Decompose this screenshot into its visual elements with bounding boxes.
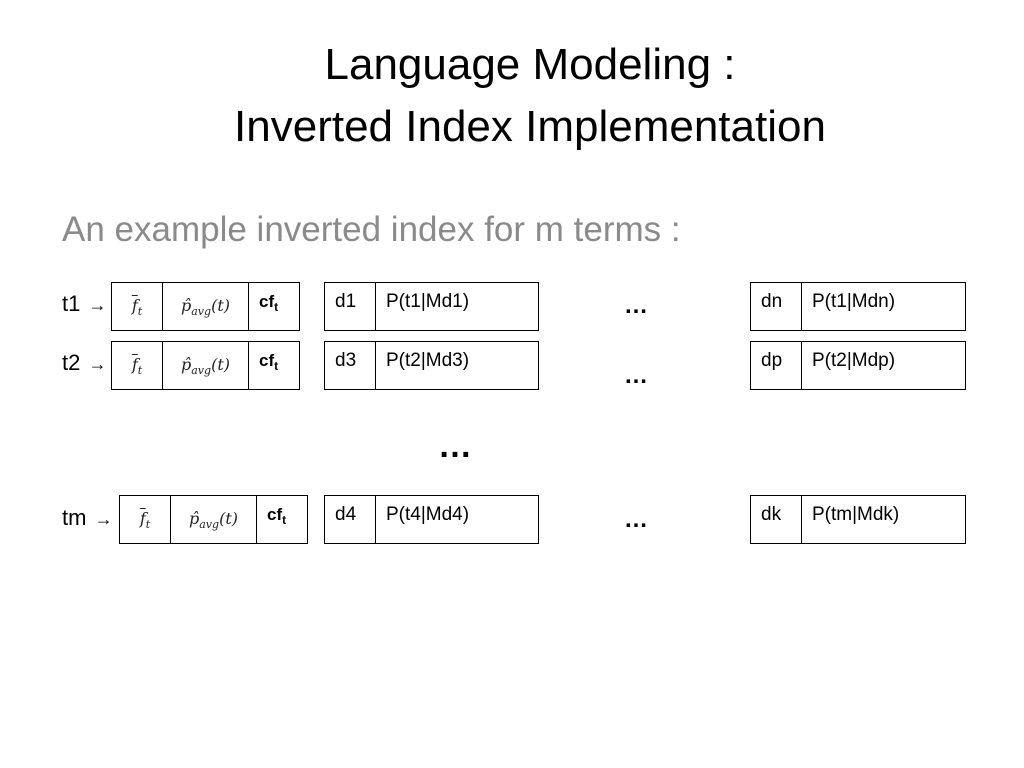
rows-ellipsis: … [438,427,472,465]
term-label-t2: t2 → [62,350,106,377]
term-name: t1 [62,291,81,316]
title-line-2: Inverted Index Implementation [234,102,826,151]
p-avg-cell: p̂avg(t) [162,282,249,331]
doc-id: d3 [324,341,376,390]
doc-id: dp [750,341,802,390]
arrow-right-icon: → [94,509,113,529]
cf-cell: cft [256,495,308,544]
term-name: tm [62,505,87,530]
posting-first-t1: d1 P(t1|Md1) [324,282,539,331]
p-avg-cell: p̂avg(t) [170,495,257,544]
term-name: t2 [62,350,81,375]
ellipsis: … [624,506,648,533]
doc-probability: P(tm|Mdk) [801,495,966,544]
doc-id: dn [750,282,802,331]
posting-last-t2: dp P(t2|Mdp) [750,341,966,390]
p-avg-cell: p̂avg(t) [162,341,249,390]
slide-title: Language Modeling : Inverted Index Imple… [0,34,1024,158]
doc-id: dk [750,495,802,544]
doc-probability: P(t1|Md1) [375,282,539,331]
doc-probability: P(t2|Mdp) [801,341,966,390]
cf-cell: cft [248,282,300,331]
posting-first-t2: d3 P(t2|Md3) [324,341,539,390]
term-label-t1: t1 → [62,291,106,318]
ellipsis: … [624,362,648,389]
f-bar-cell: ft [119,495,171,544]
cf-cell: cft [248,341,300,390]
slide-subtitle: An example inverted index for m terms : [62,210,681,249]
posting-first-tm: d4 P(t4|Md4) [324,495,539,544]
term-stats-t2: ft p̂avg(t) cft [111,341,300,390]
posting-last-t1: dn P(t1|Mdn) [750,282,966,331]
term-label-tm: tm → [62,505,113,532]
doc-probability: P(t2|Md3) [375,341,539,390]
posting-last-tm: dk P(tm|Mdk) [750,495,966,544]
doc-probability: P(t1|Mdn) [801,282,966,331]
doc-id: d4 [324,495,376,544]
title-line-1: Language Modeling : [324,40,736,89]
term-stats-t1: ft p̂avg(t) cft [111,282,300,331]
doc-id: d1 [324,282,376,331]
f-bar-cell: ft [111,341,163,390]
f-bar-cell: ft [111,282,163,331]
ellipsis: … [624,292,648,319]
arrow-right-icon: → [88,354,107,374]
term-stats-tm: ft p̂avg(t) cft [119,495,308,544]
arrow-right-icon: → [88,295,107,315]
doc-probability: P(t4|Md4) [375,495,539,544]
